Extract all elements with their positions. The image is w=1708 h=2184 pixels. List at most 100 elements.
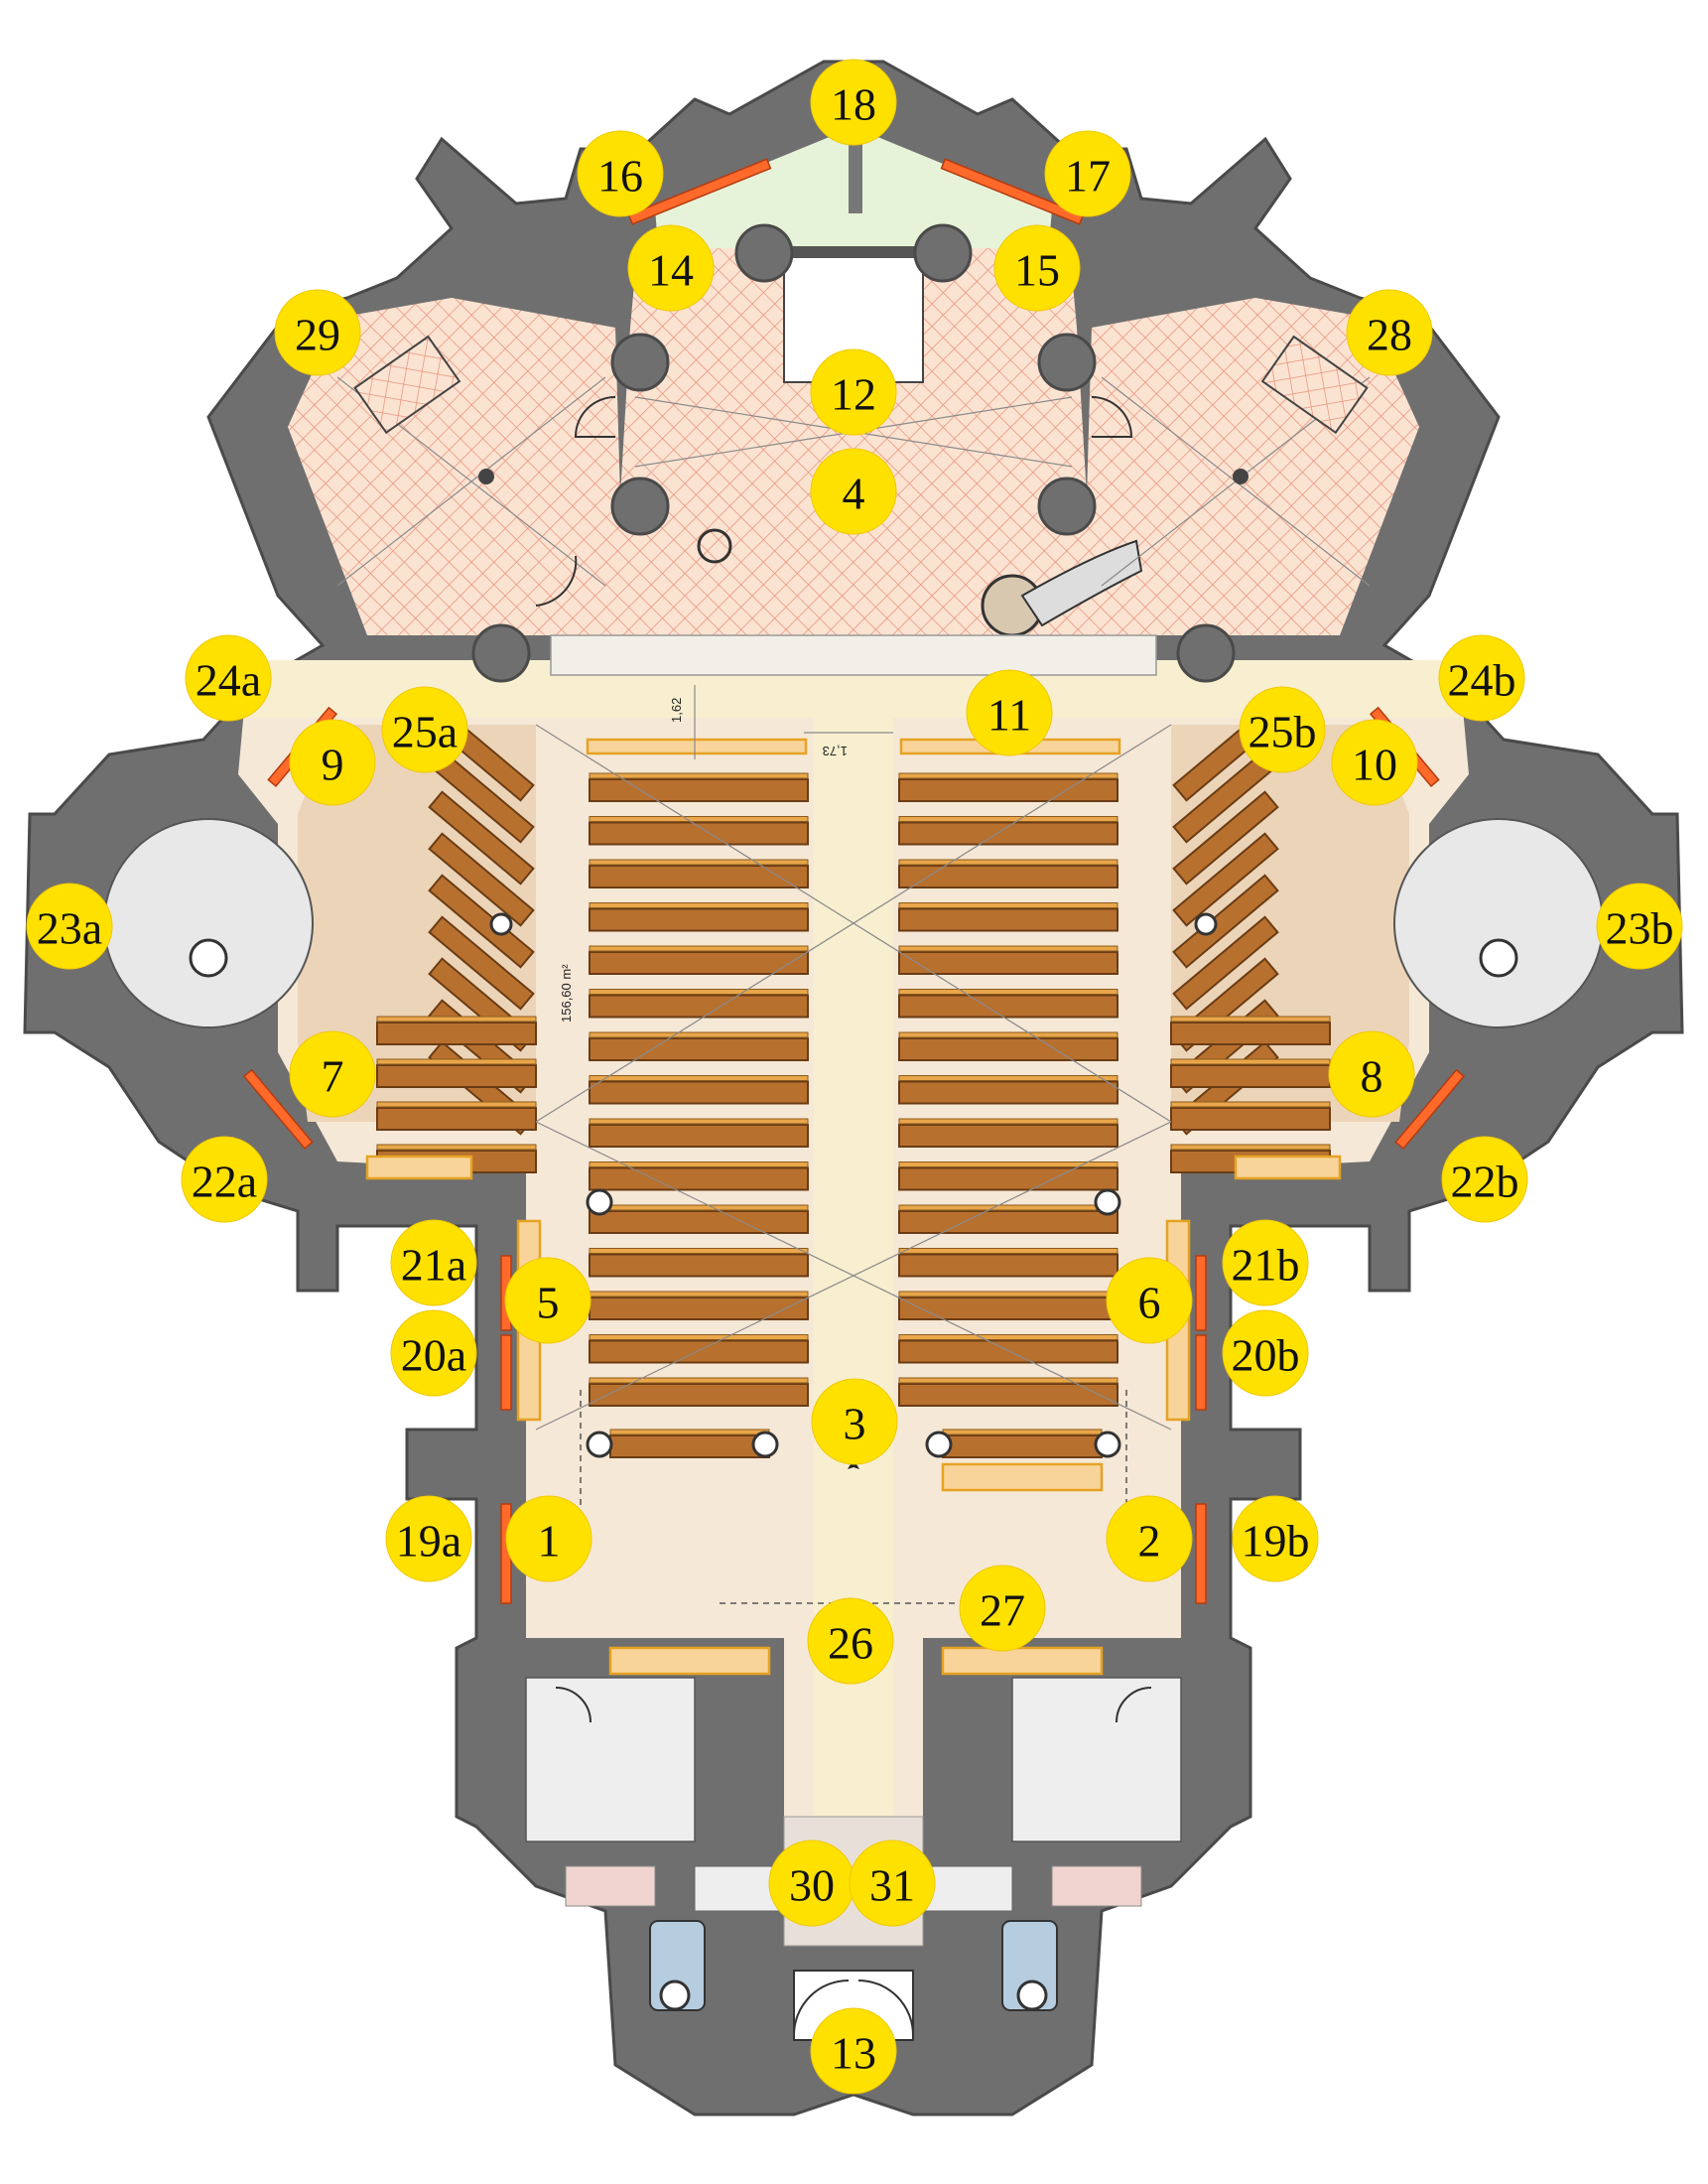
marker-5-badge <box>504 1257 591 1344</box>
marker-19b-badge <box>1232 1495 1319 1582</box>
marker-11: 11 <box>966 669 1053 756</box>
pew-right <box>898 1124 1118 1148</box>
marker-14-label: 14 <box>648 245 694 296</box>
heater-16 <box>627 158 772 225</box>
right-confessional-seat <box>1016 1979 1048 2011</box>
sanctuary-column-2 <box>1037 333 1097 392</box>
marker-30: 30 <box>768 1840 855 1927</box>
marker-4: 4 <box>810 448 897 535</box>
marker-20b-label: 20b <box>1232 1330 1300 1381</box>
heater-21b <box>1195 1255 1207 1331</box>
right-sacristy-table <box>1260 335 1369 435</box>
marker-11-badge <box>966 669 1053 756</box>
area-label: 156,60 m² <box>559 964 574 1023</box>
pew-right-rear <box>942 1434 1103 1458</box>
left-spiral-stair <box>103 818 314 1028</box>
marker-17: 17 <box>1044 130 1131 217</box>
marker-1: 1 <box>505 1495 592 1582</box>
pew-left <box>589 994 809 1019</box>
marker-16-badge <box>577 130 664 217</box>
pew-left <box>589 1383 809 1407</box>
pew-left-kneeler <box>589 1377 809 1384</box>
transept-pew-right <box>1172 790 1279 886</box>
pew-right-rear-kneeler <box>942 1429 1103 1435</box>
pew-left <box>589 1297 809 1320</box>
pew-right-kneeler <box>898 816 1118 822</box>
heater-19b <box>1195 1503 1207 1604</box>
door-sacristy-left <box>574 396 616 438</box>
marker-8-badge <box>1328 1030 1415 1118</box>
transept-pew-left-straight-kneeler <box>376 1144 537 1151</box>
dimension-1-62: 1,62 <box>669 698 684 723</box>
marker-26: 26 <box>807 1597 894 1685</box>
marker-24a-label: 24a <box>196 655 261 706</box>
left-sacristy-table <box>353 335 461 435</box>
pew-left-kneeler <box>589 945 809 952</box>
pew-right-kneeler <box>898 1291 1118 1297</box>
right-tower-pink-room <box>1051 1865 1142 1907</box>
marker-23b: 23b <box>1596 883 1683 970</box>
pew-left-kneeler <box>589 989 809 995</box>
pews <box>376 707 1331 1458</box>
pew-right-kneeler <box>898 772 1118 779</box>
marker-8-label: 8 <box>1361 1051 1383 1102</box>
marker-10-label: 10 <box>1352 740 1397 790</box>
transept-pew-left-straight <box>376 1022 537 1045</box>
pew-left <box>589 907 809 932</box>
marker-28-label: 28 <box>1367 310 1412 360</box>
marker-20b: 20b <box>1222 1309 1309 1397</box>
heater-20a <box>500 1334 512 1411</box>
marker-14-badge <box>627 224 715 312</box>
pew-left <box>589 1166 809 1191</box>
door-sacristy-right <box>1091 396 1133 438</box>
marker-20a-label: 20a <box>401 1330 466 1381</box>
left-tower-pink-room <box>565 1865 656 1907</box>
marker-24a-badge <box>185 634 272 722</box>
marker-26-badge <box>807 1597 894 1685</box>
marker-21b-label: 21b <box>1232 1240 1300 1291</box>
heater-17 <box>940 158 1085 225</box>
marker-28-badge <box>1346 289 1433 376</box>
marker-12-label: 12 <box>831 369 876 420</box>
marker-29-label: 29 <box>295 310 340 360</box>
pew-right <box>898 1383 1118 1407</box>
marker-25b-badge <box>1239 686 1326 773</box>
seat-row-27 <box>941 1646 1104 1676</box>
marker-23a: 23a <box>26 883 113 970</box>
transept-pew-left <box>428 874 535 969</box>
marker-24b: 24b <box>1438 634 1525 722</box>
marker-29-badge <box>274 289 361 376</box>
pew-left <box>589 865 809 888</box>
seat-row-2 <box>941 1462 1104 1492</box>
marker-22a: 22a <box>181 1136 268 1223</box>
marker-6: 6 <box>1106 1257 1193 1344</box>
pew-left-kneeler <box>589 859 809 866</box>
pew-left <box>589 1080 809 1105</box>
left-stair-newel <box>189 938 228 978</box>
pew-right-kneeler <box>898 902 1118 908</box>
marker-4-label: 4 <box>843 469 865 519</box>
dimension-1-73: 1,73 <box>823 744 848 758</box>
marker-16-label: 16 <box>597 151 643 202</box>
transept-pew-right-straight-kneeler <box>1170 1016 1331 1023</box>
pew-right <box>898 1210 1118 1234</box>
marker-21b-badge <box>1222 1219 1309 1306</box>
transept-pew-left-straight <box>376 1064 537 1088</box>
pulpit-stair <box>1020 539 1143 627</box>
transept-pew-left <box>428 915 535 1011</box>
marker-13: 13 <box>810 2007 897 2095</box>
marker-7-badge <box>289 1030 376 1118</box>
pew-right-kneeler <box>898 1031 1118 1038</box>
marker-19a-label: 19a <box>396 1516 461 1567</box>
pew-left-kneeler <box>589 1291 809 1297</box>
pew-left <box>589 1210 809 1234</box>
pew-right-kneeler <box>898 1377 1118 1384</box>
marker-22b: 22b <box>1441 1136 1528 1223</box>
transept-pew-left <box>428 832 535 927</box>
marker-8: 8 <box>1328 1030 1415 1118</box>
marker-10-badge <box>1331 719 1418 806</box>
marker-26-label: 26 <box>828 1618 873 1669</box>
sanctuary-column-4 <box>1037 477 1097 536</box>
pew-right <box>898 994 1118 1019</box>
marker-6-label: 6 <box>1138 1278 1161 1328</box>
